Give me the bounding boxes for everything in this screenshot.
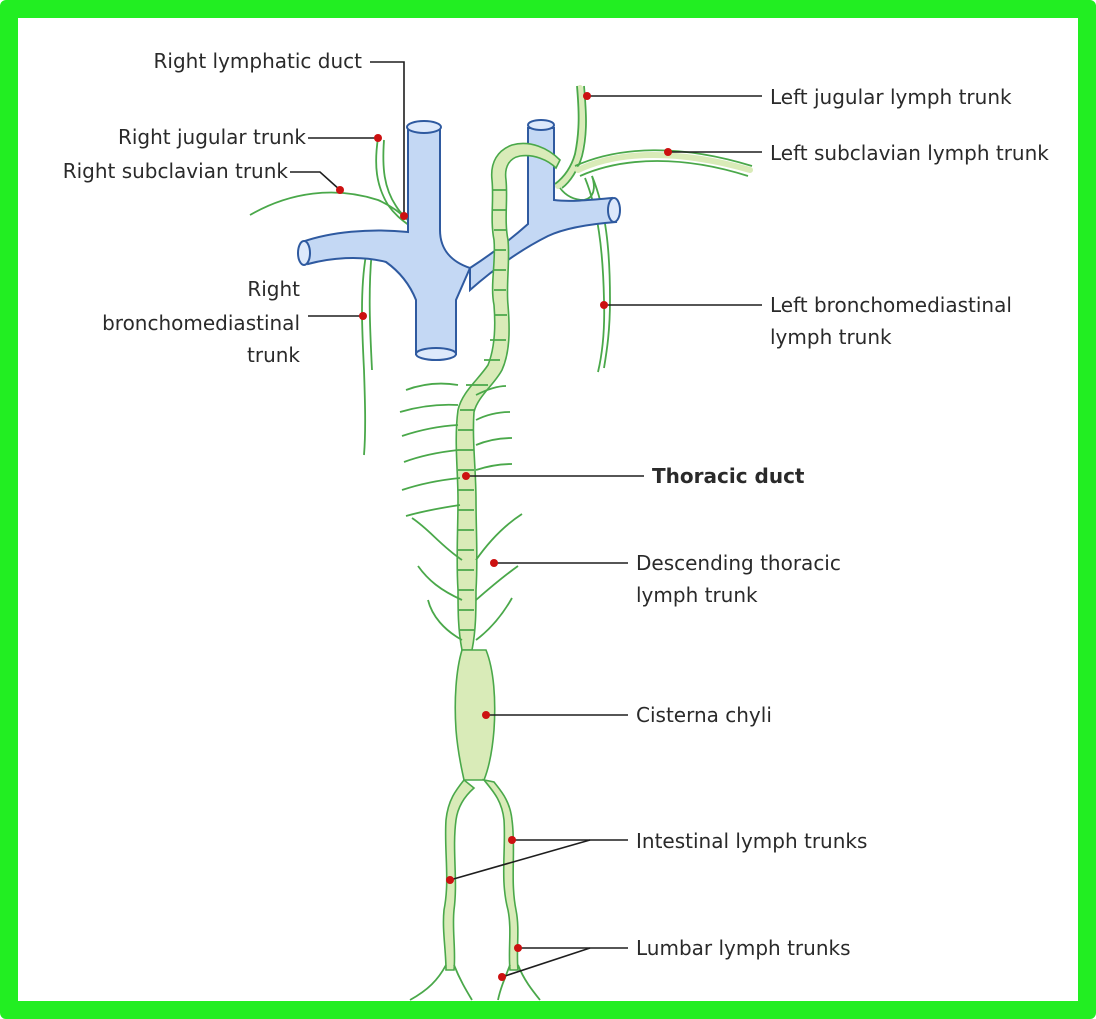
- label-left-jugular: Left jugular lymph trunk: [770, 85, 1012, 109]
- dot-descending-thoracic: [490, 559, 498, 567]
- label-right-broncho-line3: trunk: [247, 343, 300, 367]
- dot-left-subclavian: [664, 148, 672, 156]
- left-lymph-trunks: [555, 86, 752, 372]
- dot-thoracic-duct: [462, 472, 470, 480]
- label-left-broncho-line2: lymph trunk: [770, 325, 892, 349]
- right-subclavian-cap: [298, 241, 310, 265]
- dot-intestinal-right: [508, 836, 516, 844]
- dot-left-jugular: [583, 92, 591, 100]
- dot-left-broncho: [600, 301, 608, 309]
- dot-right-broncho-trunk: [359, 312, 367, 320]
- label-right-subclavian-trunk: Right subclavian trunk: [63, 159, 289, 183]
- label-left-broncho-line1: Left bronchomediastinal: [770, 293, 1012, 317]
- label-lumbar: Lumbar lymph trunks: [636, 936, 851, 960]
- label-intestinal: Intestinal lymph trunks: [636, 829, 867, 853]
- dot-right-lymphatic-duct: [400, 212, 408, 220]
- dot-lumbar-right: [514, 944, 522, 952]
- dot-right-jugular-trunk: [374, 134, 382, 142]
- left-jugular-vein-cap: [528, 120, 554, 130]
- dot-cisterna-chyli: [482, 711, 490, 719]
- great-veins: [298, 120, 620, 360]
- label-right-jugular-trunk: Right jugular trunk: [118, 125, 306, 149]
- label-descending-line2: lymph trunk: [636, 583, 758, 607]
- dot-right-subclavian-trunk: [336, 186, 344, 194]
- label-left-subclavian: Left subclavian lymph trunk: [770, 141, 1049, 165]
- label-right-broncho-line1: Right: [247, 277, 300, 301]
- left-subclavian-cap: [608, 198, 620, 222]
- svc-bottom-cap: [416, 348, 456, 360]
- label-right-lymphatic-duct: Right lymphatic duct: [154, 49, 363, 73]
- label-right-broncho-line2: bronchomediastinal: [102, 311, 300, 335]
- dot-intestinal-left: [446, 876, 454, 884]
- label-descending-line1: Descending thoracic: [636, 551, 841, 575]
- svc-top-cap: [407, 121, 441, 133]
- dot-lumbar-left: [498, 973, 506, 981]
- label-thoracic-duct: Thoracic duct: [652, 464, 805, 488]
- label-cisterna-chyli: Cisterna chyli: [636, 703, 772, 727]
